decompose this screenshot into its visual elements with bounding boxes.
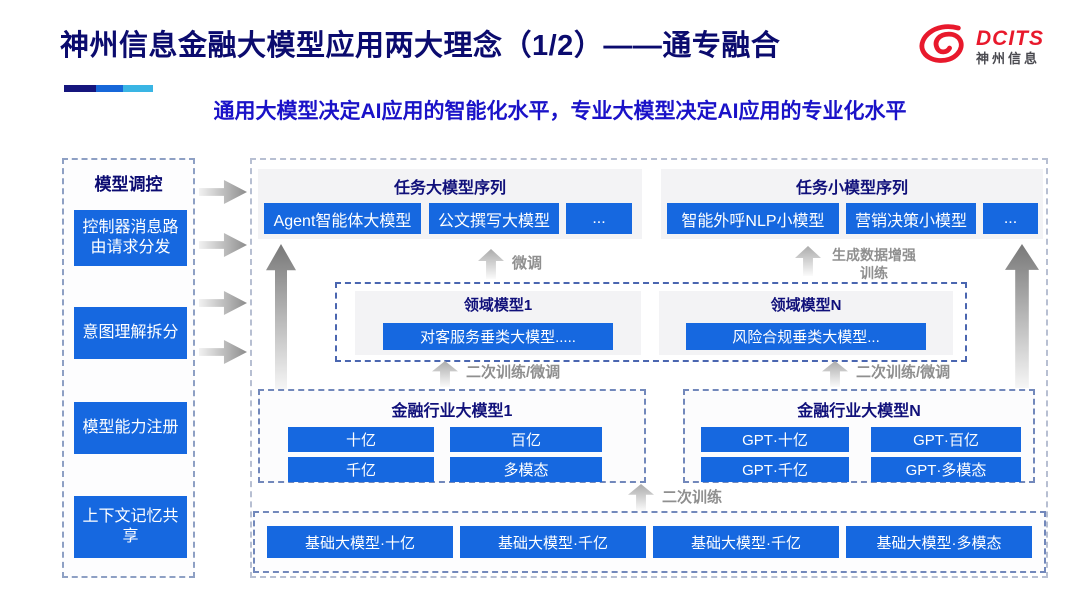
domain-model-1-panel: 领域模型1 对客服务垂类大模型..... — [355, 291, 641, 355]
box-gpt-multimodal: GPT·多模态 — [871, 457, 1021, 482]
sidebar-item-context: 上下文记忆共享 — [74, 496, 187, 558]
base-models-frame: 基础大模型·十亿 基础大模型·千亿 基础大模型·千亿 基础大模型·多模态 — [253, 511, 1046, 573]
right-arrow-icon — [199, 340, 247, 364]
box-gpt-100b: GPT·千亿 — [701, 457, 849, 482]
sidebar-item-router: 控制器消息路由请求分发 — [74, 210, 187, 266]
logo-name-cn: 神州信息 — [976, 51, 1041, 67]
box-nlp-callout-model: 智能外呼NLP小模型 — [667, 203, 839, 234]
title-underline-segment-navy — [64, 85, 96, 92]
page-title: 神州信息金融大模型应用两大理念（1/2）——通专融合 — [60, 30, 781, 62]
box-100b-params: 千亿 — [288, 457, 434, 482]
industry-model-1-header: 金融行业大模型1 — [391, 403, 513, 420]
box-task-small-ellipsis: ... — [983, 203, 1038, 234]
box-agent-large-model: Agent智能体大模型 — [264, 203, 421, 234]
right-arrow-icon — [199, 180, 247, 204]
industry-model-n-frame: 金融行业大模型N GPT·十亿 GPT·百亿 GPT·千亿 GPT·多模态 — [683, 389, 1035, 483]
finetune-label: 微调 — [512, 255, 543, 272]
logo-name-en: DCITS — [976, 27, 1044, 51]
task-large-model-header: 任务大模型序列 — [393, 180, 506, 197]
box-doc-writing-model: 公文撰写大模型 — [429, 203, 559, 234]
industry-model-n-header: 金融行业大模型N — [797, 403, 921, 420]
industry-model-1-frame: 金融行业大模型1 十亿 百亿 千亿 多模态 — [258, 389, 646, 483]
domain-models-frame: 领域模型1 对客服务垂类大模型..... 领域模型N 风险合规垂类大模型... — [335, 282, 967, 362]
domain-model-n-panel: 领域模型N 风险合规垂类大模型... — [659, 291, 953, 355]
box-marketing-model: 营销决策小模型 — [846, 203, 976, 234]
box-10b-params: 百亿 — [450, 427, 602, 452]
gen-data-training-label: 生成数据增强训练 — [832, 247, 916, 281]
model-control-sidebar: 模型调控 控制器消息路由请求分发 意图理解拆分 模型能力注册 上下文记忆共享 — [62, 158, 195, 578]
box-customer-service-model: 对客服务垂类大模型..... — [383, 323, 613, 350]
right-arrow-icon — [199, 233, 247, 257]
task-large-model-panel: 任务大模型序列 Agent智能体大模型 公文撰写大模型 ... — [258, 169, 642, 239]
task-small-model-panel: 任务小模型序列 智能外呼NLP小模型 营销决策小模型 ... — [661, 169, 1043, 239]
secondary-training-label: 二次训练 — [662, 489, 723, 506]
dcits-swirl-icon — [916, 22, 968, 73]
sidebar-item-intent: 意图理解拆分 — [74, 307, 187, 359]
box-base-model-1b: 基础大模型·十亿 — [267, 526, 453, 558]
sidebar-header: 模型调控 — [94, 175, 163, 194]
slide-subtitle: 通用大模型决定AI应用的智能化水平，专业大模型决定AI应用的专业化水平 — [213, 100, 907, 123]
domain-model-1-header: 领域模型1 — [463, 297, 533, 314]
right-arrow-icon — [199, 291, 247, 315]
title-underline-segment-cyan — [123, 85, 153, 92]
box-task-large-ellipsis: ... — [566, 203, 632, 234]
main-architecture-frame — [250, 158, 1048, 578]
box-base-model-100b-b: 基础大模型·千亿 — [653, 526, 839, 558]
box-gpt-10b: GPT·百亿 — [871, 427, 1021, 452]
domain-model-n-header: 领域模型N — [770, 297, 842, 314]
sidebar-item-register: 模型能力注册 — [74, 402, 187, 454]
secondary-ft-left-label: 二次训练/微调 — [466, 364, 561, 381]
secondary-ft-right-label: 二次训练/微调 — [856, 364, 951, 381]
title-underline-segment-blue — [96, 85, 123, 92]
box-multimodal: 多模态 — [450, 457, 602, 482]
box-base-model-multimodal: 基础大模型·多模态 — [846, 526, 1032, 558]
box-gpt-1b: GPT·十亿 — [701, 427, 849, 452]
dcits-logo: DCITS 神州信息 — [916, 20, 1066, 74]
task-small-model-header: 任务小模型序列 — [795, 180, 908, 197]
box-risk-compliance-model: 风险合规垂类大模型... — [686, 323, 926, 350]
box-1b-params: 十亿 — [288, 427, 434, 452]
box-base-model-100b-a: 基础大模型·千亿 — [460, 526, 646, 558]
